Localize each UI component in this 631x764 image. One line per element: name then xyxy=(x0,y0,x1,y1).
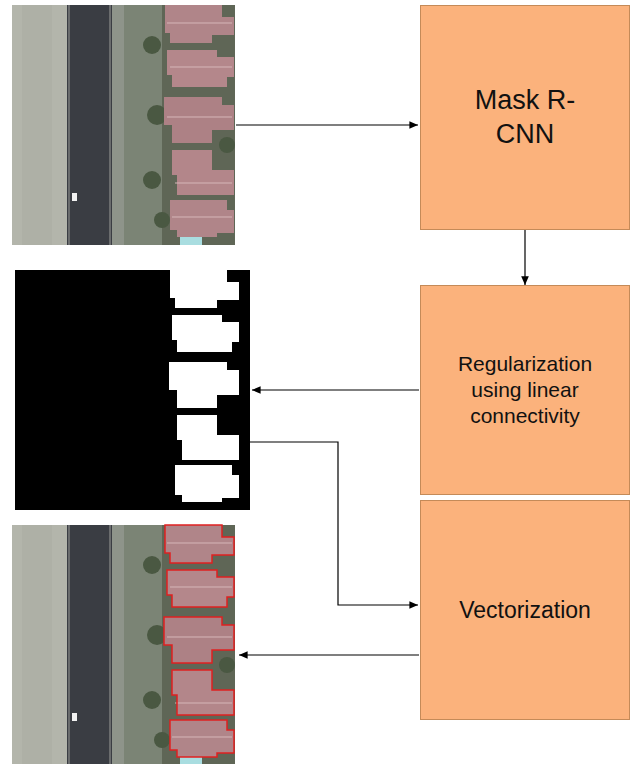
layout-arrows xyxy=(236,125,419,655)
box-label: Vectorization xyxy=(459,596,591,625)
flow-arrow xyxy=(239,654,419,655)
process-box: Vectorization xyxy=(420,500,630,720)
box-label: Mask R-CNN xyxy=(465,84,585,152)
vectorized-image xyxy=(12,525,235,764)
process-box: Mask R-CNN xyxy=(420,5,630,230)
aerial-image xyxy=(12,5,235,245)
flow-arrow xyxy=(250,442,418,605)
flow-arrow xyxy=(252,389,419,390)
flow-arrow xyxy=(524,230,525,285)
mask-image xyxy=(15,270,250,510)
process-box: Regularization using linear connectivity xyxy=(420,285,630,495)
box-label: Regularization using linear connectivity xyxy=(453,351,598,430)
flow-arrow xyxy=(236,124,418,125)
